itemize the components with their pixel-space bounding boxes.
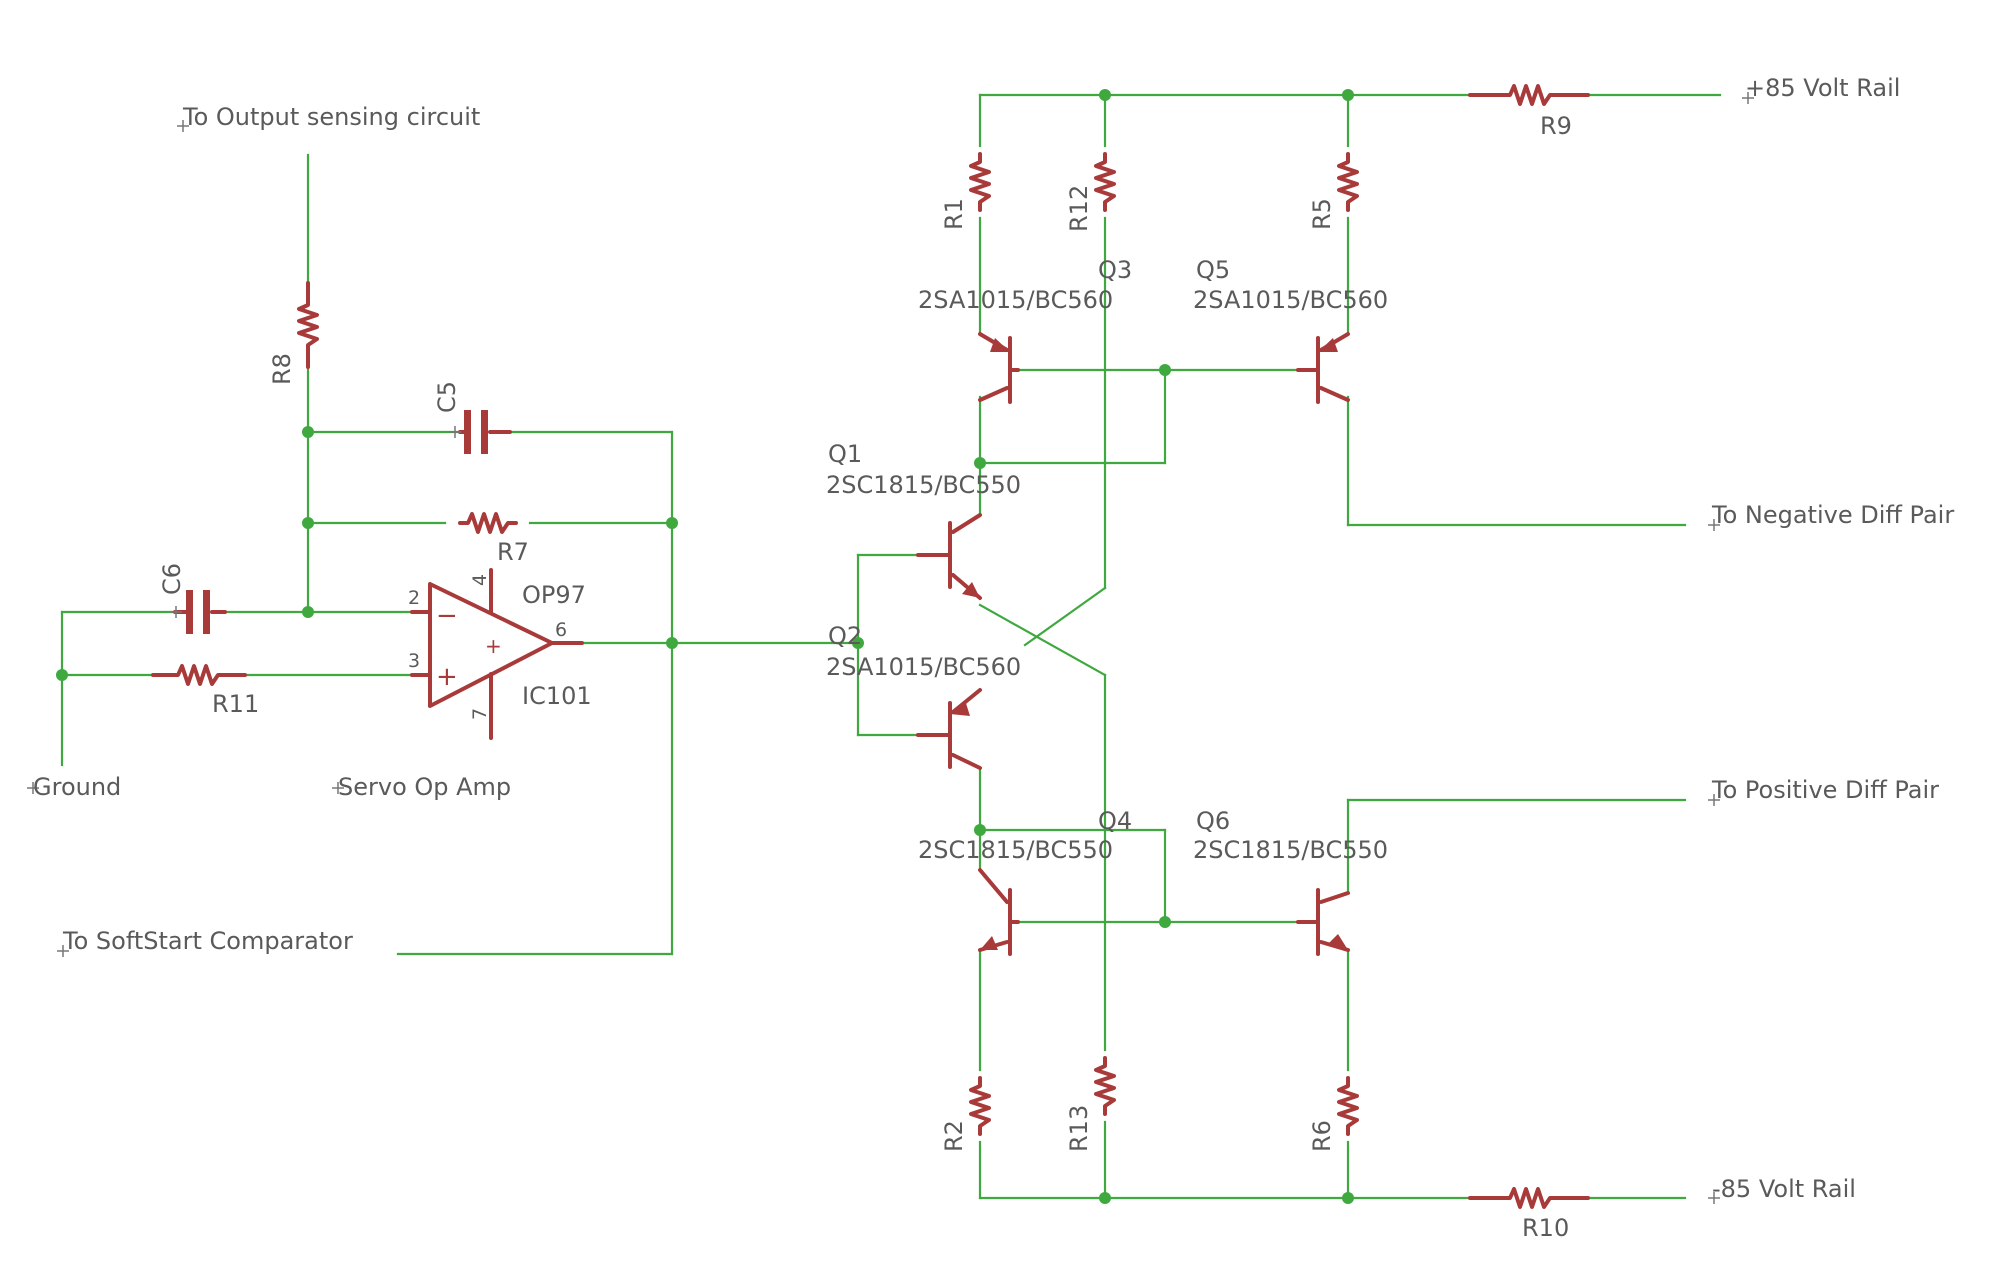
r2-label: R2 [940, 1120, 968, 1152]
q3-name: Q3 [1098, 256, 1132, 284]
svg-text:+: + [485, 634, 502, 658]
junctions [56, 89, 1354, 1204]
opamp-name: IC101 [522, 682, 592, 710]
transistor-q6: Q6 2SC1815/BC550 [1193, 807, 1388, 956]
pos-rail-label: +85 Volt Rail [1745, 74, 1900, 102]
q1-name: Q1 [828, 440, 862, 468]
resistor-r2: R2 [940, 1076, 991, 1152]
opamp-caption: Servo Op Amp [338, 773, 511, 801]
r9-label: R9 [1540, 112, 1572, 140]
transistor-q3: Q3 2SA1015/BC560 [918, 256, 1132, 404]
net-softstart: To SoftStart Comparator [57, 927, 353, 957]
transistor-q1: Q1 2SC1815/BC550 [826, 440, 1021, 600]
opamp-pin7: 7 [469, 708, 491, 720]
capacitor-c5: C5 [433, 381, 512, 454]
q3-part: 2SA1015/BC560 [918, 286, 1113, 314]
opamp-pin4: 4 [469, 574, 491, 586]
resistor-r1: R1 [940, 152, 991, 230]
net-neg-diff: To Negative Diff Pair [1708, 501, 1954, 531]
resistor-r8: R8 [268, 281, 319, 385]
r5-label: R5 [1308, 198, 1336, 230]
resistor-r7: R7 [458, 512, 529, 566]
q6-name: Q6 [1196, 807, 1230, 835]
transistor-q5: Q5 2SA1015/BC560 [1193, 256, 1388, 404]
capacitor-c6: C6 [158, 563, 227, 634]
q6-part: 2SC1815/BC550 [1193, 836, 1388, 864]
r13-label: R13 [1065, 1105, 1093, 1152]
q4-part: 2SC1815/BC550 [918, 836, 1113, 864]
resistor-r9: R9 [1468, 84, 1590, 140]
opamp-ic101: − + + 2 3 6 4 7 OP97 IC101 Servo Op Amp [332, 568, 592, 801]
opamp-pin2: 2 [408, 587, 420, 609]
resistor-r5: R5 [1308, 152, 1359, 230]
softstart-label: To SoftStart Comparator [62, 927, 353, 955]
r7-label: R7 [497, 538, 529, 566]
neg-rail-label: -85 Volt Rail [1712, 1175, 1856, 1203]
q5-name: Q5 [1196, 256, 1230, 284]
r8-label: R8 [268, 353, 296, 385]
opamp-noninverting-sign: + [436, 662, 458, 692]
q4-name: Q4 [1098, 807, 1132, 835]
resistor-r12: R12 [1065, 152, 1116, 232]
opamp-inverting-sign: − [436, 601, 458, 631]
ground-label: Ground [33, 773, 121, 801]
pos-diff-label: To Positive Diff Pair [1711, 776, 1939, 804]
r6-label: R6 [1308, 1120, 1336, 1152]
net-output-sense: To Output sensing circuit [177, 103, 480, 132]
q2-part: 2SA1015/BC560 [826, 653, 1021, 681]
r10-label: R10 [1522, 1214, 1569, 1242]
opamp-pin3: 3 [408, 650, 420, 672]
opamp-pin6: 6 [555, 619, 567, 641]
resistor-r6: R6 [1308, 1076, 1359, 1152]
r12-label: R12 [1065, 185, 1093, 232]
q5-part: 2SA1015/BC560 [1193, 286, 1388, 314]
q2-name: Q2 [828, 622, 862, 650]
c6-label: C6 [158, 563, 186, 595]
transistor-q2: Q2 2SA1015/BC560 [826, 622, 1021, 770]
resistor-r13: R13 [1065, 1056, 1116, 1152]
net-ground: Ground [27, 773, 121, 801]
net-pos-rail: +85 Volt Rail [1742, 74, 1900, 104]
opamp-value: OP97 [522, 581, 586, 609]
c5-label: C5 [433, 381, 461, 413]
wires [60, 93, 1722, 1200]
q1-part: 2SC1815/BC550 [826, 471, 1021, 499]
transistor-q4: Q4 2SC1815/BC550 [918, 807, 1132, 956]
resistor-r10: R10 [1468, 1187, 1590, 1242]
net-pos-diff: To Positive Diff Pair [1708, 776, 1939, 806]
neg-diff-label: To Negative Diff Pair [1711, 501, 1954, 529]
r11-label: R11 [212, 690, 259, 718]
net-neg-rail: -85 Volt Rail [1708, 1175, 1856, 1204]
output-sense-label: To Output sensing circuit [182, 103, 480, 131]
r1-label: R1 [940, 198, 968, 230]
resistor-r11: R11 [151, 664, 259, 718]
